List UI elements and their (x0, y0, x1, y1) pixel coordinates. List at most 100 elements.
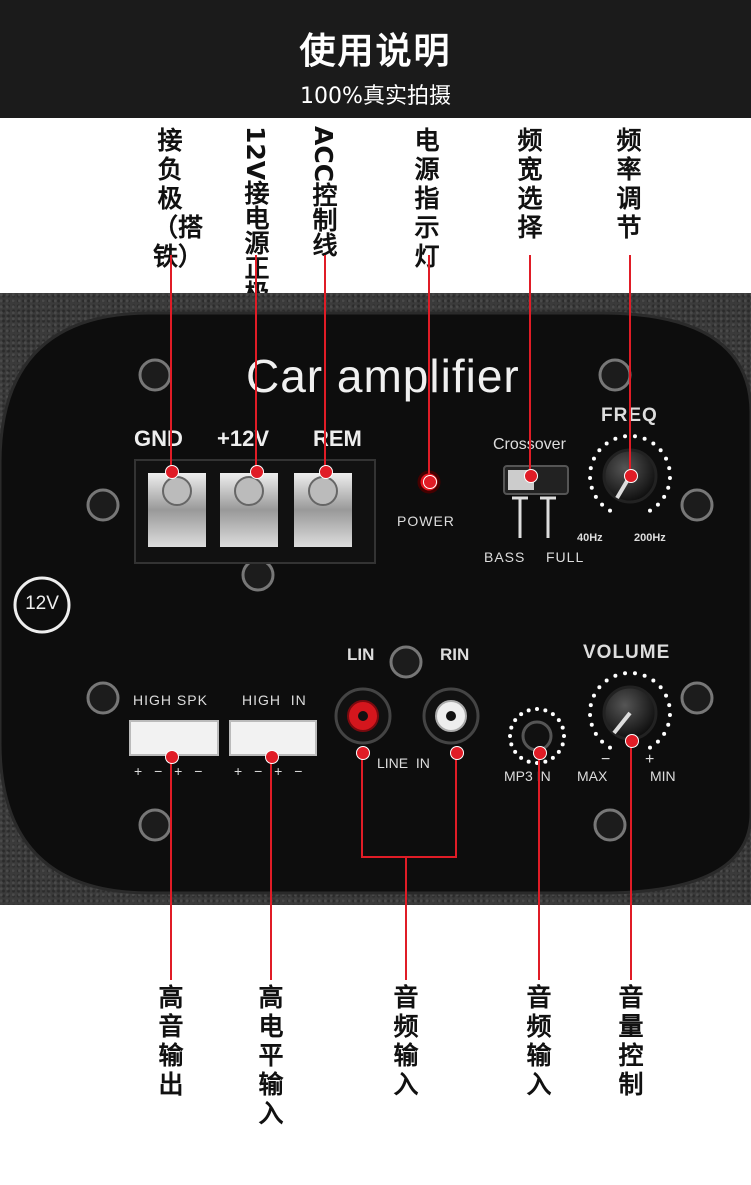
dial-dot (526, 759, 531, 764)
screw (593, 808, 627, 842)
callout-dot (319, 465, 333, 479)
dial-dot (556, 718, 561, 723)
callout-line (361, 856, 457, 858)
dial-dot (655, 502, 660, 507)
dial-dot (666, 485, 671, 490)
label-audio-input-rca: 音频输入 (393, 983, 419, 1099)
panel-drawing (0, 311, 751, 895)
page-title: 使用说明 (299, 31, 452, 72)
dial-dot (642, 436, 647, 441)
screw (86, 681, 120, 715)
dial-dot (648, 508, 652, 513)
dial-dot (597, 448, 602, 453)
volume-title: VOLUME (583, 642, 671, 663)
dial-dot (642, 673, 647, 678)
dial-dot (519, 712, 524, 717)
dial-dot (593, 731, 598, 736)
dial-dot (664, 456, 669, 461)
dial-dot (526, 708, 531, 713)
screw (241, 558, 275, 592)
dial-dot (509, 742, 514, 747)
freq-knob-dots (588, 434, 672, 513)
crossover-bass-label: BASS (484, 549, 526, 565)
freq-min-label: 40Hz (577, 532, 603, 544)
dial-dot (667, 475, 672, 480)
high-spk-pins: + − + − (134, 763, 203, 779)
volume-max-label: MAX (577, 768, 608, 784)
dial-dot (648, 745, 652, 750)
screw (680, 681, 714, 715)
amplifier-panel-photo: Car amplifier GND +12V REM POWER Crossov… (0, 293, 751, 905)
dial-dot (509, 725, 514, 730)
high-in-pins: + − + − (234, 763, 303, 779)
label-volume-control: 音量控制 (618, 983, 644, 1099)
dial-dot (662, 494, 667, 499)
brand-text: Car amplifier (246, 350, 520, 402)
high-spk-label: HIGH SPK (133, 692, 208, 708)
dial-dot (662, 731, 667, 736)
screw (389, 645, 423, 679)
callout-dot (356, 746, 370, 760)
mp3-label: MP3 IN (504, 768, 551, 784)
callout-line (270, 755, 272, 980)
dial-dot (623, 671, 628, 676)
header-banner: 使用说明 100%真实拍摄 (0, 0, 751, 118)
dial-dot (591, 456, 596, 461)
dial-dot (513, 718, 518, 723)
callout-line (405, 856, 407, 980)
label-frequency-adjust: 频率调节 (616, 126, 642, 242)
dial-dot (667, 466, 672, 471)
label-bandwidth-select: 频宽选择 (517, 126, 543, 242)
dial-dot (588, 466, 593, 471)
dial-dot (667, 712, 672, 717)
screw (138, 358, 172, 392)
page-subtitle: 100%真实拍摄 (300, 84, 451, 109)
callout-line (324, 255, 326, 470)
dial-dot (651, 441, 656, 446)
dial-dot (597, 685, 602, 690)
label-high-level-input: 高电平输入 (258, 983, 284, 1128)
callout-line (170, 755, 172, 980)
dial-dot (508, 734, 512, 738)
dial-dot (623, 434, 628, 439)
callout-dot (524, 469, 538, 483)
callout-dot (250, 465, 264, 479)
callout-dot (450, 746, 464, 760)
dial-dot (604, 678, 609, 683)
screw (138, 808, 172, 842)
dial-dot (535, 707, 539, 711)
dial-dot (632, 671, 637, 676)
dial-dot (658, 448, 663, 453)
dial-dot (550, 712, 555, 717)
screw (86, 488, 120, 522)
dial-dot (543, 708, 548, 713)
label-power-indicator: 电源指示灯 (414, 126, 440, 271)
volume-min-label: MIN (650, 768, 676, 784)
dial-dot (655, 739, 660, 744)
terminal-label-gnd: GND (134, 426, 183, 451)
dial-dot (604, 441, 609, 446)
dial-dot (613, 436, 618, 441)
freq-title: FREQ (601, 405, 658, 427)
power-label: POWER (397, 513, 455, 529)
high-in-connector[interactable] (229, 720, 317, 756)
terminal-label-12v: +12V (217, 426, 269, 451)
callout-line (361, 752, 363, 857)
dial-dot (651, 678, 656, 683)
voltage-badge-ring (13, 576, 71, 634)
callout-line (428, 255, 430, 477)
dial-dot (589, 485, 594, 490)
label-audio-input-mp3: 音频输入 (526, 983, 552, 1099)
dial-dot (588, 475, 593, 480)
rca-right-label: RIN (440, 645, 470, 664)
callout-line (255, 255, 257, 470)
dial-dot (591, 693, 596, 698)
dial-dot (513, 749, 518, 754)
callout-line (170, 255, 172, 470)
callout-line (538, 752, 540, 980)
callout-dot (165, 750, 179, 764)
dial-dot (588, 712, 593, 717)
dial-dot (664, 693, 669, 698)
callout-dot (423, 475, 437, 489)
high-spk-connector[interactable] (129, 720, 219, 756)
